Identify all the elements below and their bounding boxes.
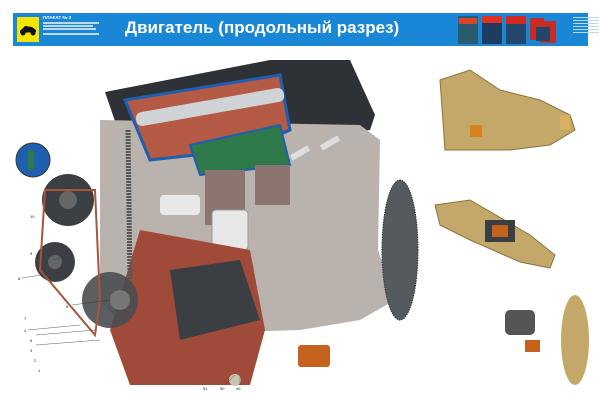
poster-header: ПЛАКАТ № 3 Двигатель (продольный разрез) [13,13,599,46]
engine-cutaway [15,60,419,386]
callout-label: 6 [66,304,69,309]
callouts [21,257,241,386]
callout-label: 2 [34,358,37,363]
poster-info-lines [43,21,105,36]
callout-label: 8 [18,276,21,281]
poster-number: ПЛАКАТ № 3 [43,15,72,20]
callout-label: 3 [30,348,33,353]
callout-label: 7 [24,316,27,321]
callout-label: 51 [203,386,208,391]
callout-label: 1 [38,368,41,373]
callout-label: 50 [220,386,225,391]
publisher-contacts [573,15,599,35]
detail-illustration [505,295,589,385]
callout-label: 5 [30,338,33,343]
callout-label: 10 [30,214,35,219]
page-title: Двигатель (продольный разрез) [125,18,400,37]
callout-label: 4 [24,328,27,333]
callout-label: 9 [30,251,33,256]
car-logo-icon [17,17,39,42]
engine-mount-illustration [434,199,556,269]
book-covers [458,15,563,45]
gearbox-illustration [439,69,576,151]
callout-label: 49 [236,386,241,391]
